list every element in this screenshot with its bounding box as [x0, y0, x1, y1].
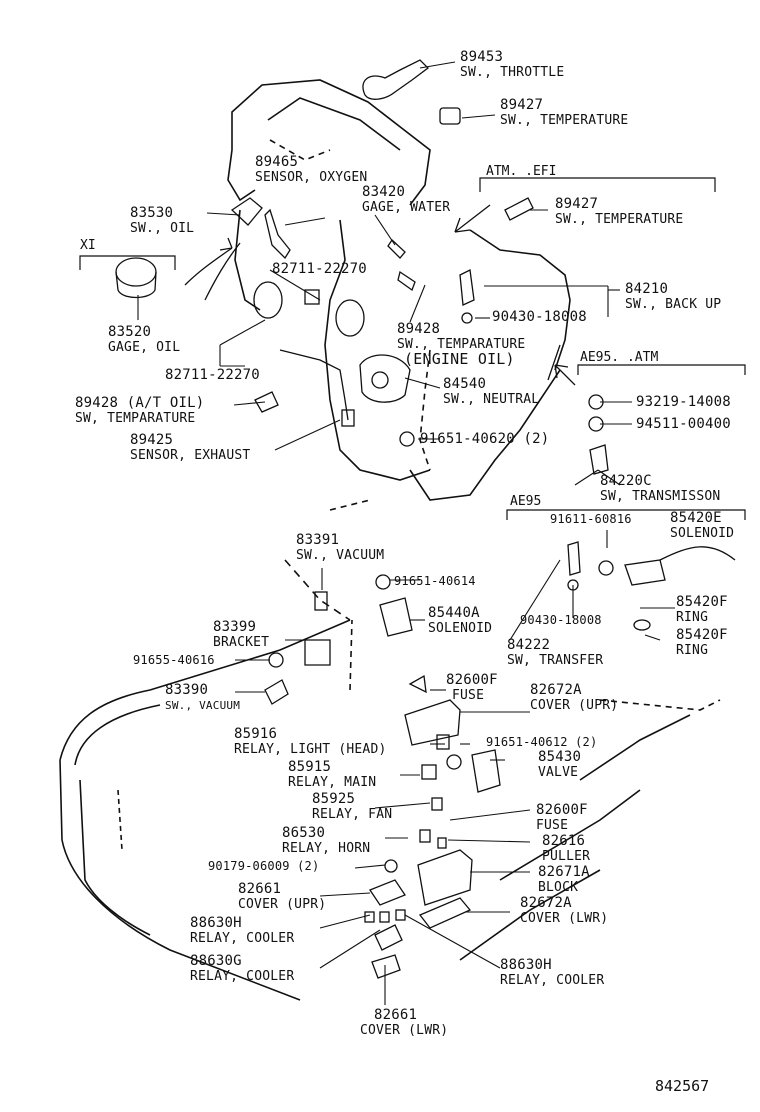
part-label-89428-at-oil[interactable]: 89428 (A/T OIL)SW, TEMPARATURE — [75, 395, 205, 427]
part-label-82711-upper[interactable]: 82711-22270 — [272, 261, 367, 277]
leader-lines — [137, 61, 675, 1005]
components — [115, 59, 736, 979]
part-label-93219[interactable]: 93219-14008 — [636, 394, 731, 410]
diagram-reference-number: 842567 — [655, 1077, 710, 1095]
part-label-91651-40614[interactable]: 91651-40614 — [394, 574, 476, 588]
engine-oil-note: (ENGINE OIL) — [404, 350, 515, 368]
group-brackets — [79, 177, 746, 520]
part-label-90430-upper[interactable]: 90430-18008 — [492, 309, 587, 325]
part-label-82711-lower[interactable]: 82711-22270 — [165, 367, 260, 383]
engine-block — [227, 79, 571, 501]
part-label-90430-lower[interactable]: 90430-18008 — [520, 613, 602, 627]
header-xi: XI — [80, 238, 96, 253]
arrows — [184, 204, 576, 386]
part-label-91655[interactable]: 91655-40616 — [133, 653, 215, 667]
part-label-94511[interactable]: 94511-00400 — [636, 416, 731, 432]
body-outline — [59, 499, 721, 1001]
part-label-91651-40620[interactable]: 91651-40620 (2) — [420, 431, 550, 447]
part-label-90179[interactable]: 90179-06009 (2) — [208, 859, 320, 873]
part-label-91651-40612[interactable]: 91651-40612 (2) — [486, 735, 598, 749]
header-atm-efi: ATM. .EFI — [486, 164, 557, 179]
header-ae95: AE95 — [510, 494, 542, 509]
header-ae95-atm: AE95. .ATM — [580, 350, 659, 365]
part-label-91611[interactable]: 91611-60816 — [550, 512, 632, 526]
